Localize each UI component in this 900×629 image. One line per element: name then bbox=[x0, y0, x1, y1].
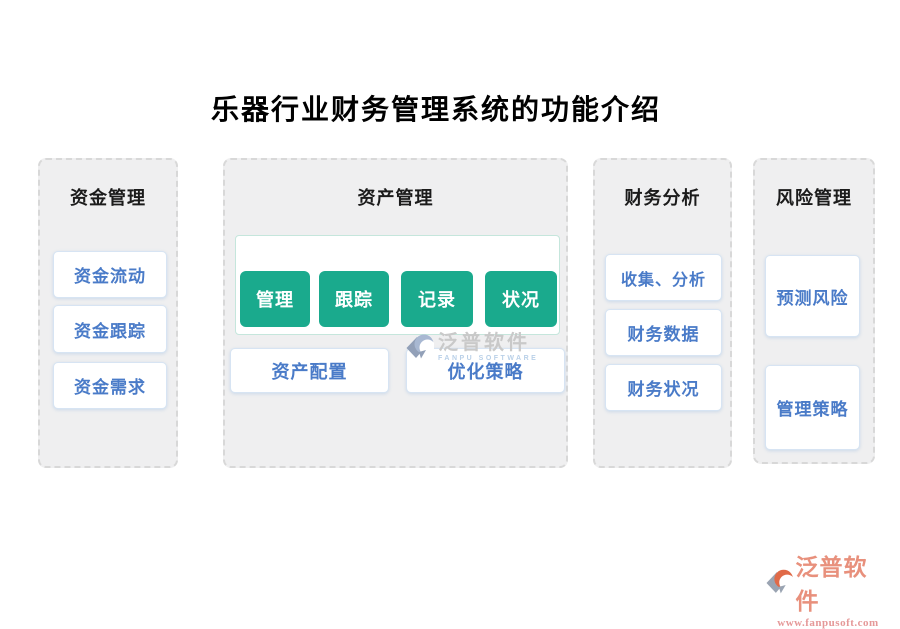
panel-fund-management-header: 资金管理 bbox=[70, 188, 146, 208]
panel-financial-analysis-header: 财务分析 bbox=[624, 188, 701, 208]
footer-website-url: www.fanpusoft.com bbox=[777, 617, 879, 629]
panel-fund-management: 资金管理 资金流动 资金跟踪 资金需求 bbox=[38, 158, 178, 468]
fund-item-fund-tracking: 资金跟踪 bbox=[53, 305, 167, 353]
panel-asset-management: 资产管理 管理 跟踪 记录 状况 资产配置 优化策略 bbox=[223, 158, 568, 468]
fund-item-fund-demand: 资金需求 bbox=[53, 362, 167, 409]
fanpu-logo-icon bbox=[766, 569, 794, 594]
panel-asset-management-header: 资产管理 bbox=[357, 188, 434, 208]
risk-item-predict-risk: 预测风险 bbox=[765, 255, 860, 337]
finance-item-collect-analyze: 收集、分析 bbox=[605, 254, 722, 301]
footer-brand-name: 泛普软件 bbox=[795, 555, 868, 614]
asset-btn-record: 记录 bbox=[401, 271, 473, 327]
asset-btn-track: 跟踪 bbox=[319, 271, 389, 327]
asset-btn-manage: 管理 bbox=[240, 271, 310, 327]
fund-item-cash-flow: 资金流动 bbox=[53, 251, 167, 298]
page-title: 乐器行业财务管理系统的功能介绍 bbox=[210, 95, 661, 126]
panel-financial-analysis: 财务分析 收集、分析 财务数据 财务状况 bbox=[593, 158, 732, 468]
asset-buttons-container: 管理 跟踪 记录 状况 bbox=[235, 235, 560, 335]
footer-brand: 泛普软件 www.fanpusoft.com bbox=[766, 548, 890, 629]
finance-item-financial-status: 财务状况 bbox=[605, 364, 722, 411]
asset-item-allocation: 资产配置 bbox=[230, 348, 389, 393]
panel-risk-management: 风险管理 预测风险 管理策略 bbox=[753, 158, 875, 464]
finance-item-financial-data: 财务数据 bbox=[605, 309, 722, 356]
risk-item-manage-strategy: 管理策略 bbox=[765, 365, 860, 450]
asset-item-optimization: 优化策略 bbox=[406, 348, 565, 393]
panel-risk-management-header: 风险管理 bbox=[776, 188, 852, 208]
asset-btn-status: 状况 bbox=[485, 271, 557, 327]
